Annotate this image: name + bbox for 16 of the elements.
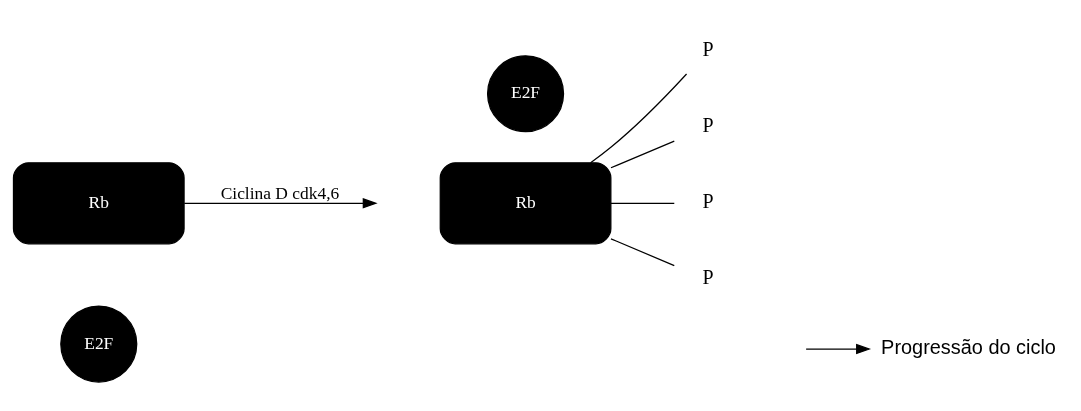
arrow — [805, 343, 872, 355]
connector — [610, 202, 675, 204]
connector — [590, 73, 688, 164]
node-text: Progressão do ciclo — [881, 335, 1056, 358]
connector — [610, 140, 675, 169]
node-box: Rb — [439, 162, 612, 245]
node-text: P — [702, 266, 714, 289]
node-text: P — [702, 38, 714, 61]
node-text: P — [702, 114, 714, 137]
node-circle: E2F — [486, 55, 565, 133]
node-box: Rb — [12, 162, 185, 245]
node-text: P — [702, 190, 714, 213]
node-circle: E2F — [60, 305, 138, 383]
arrow — [183, 198, 378, 209]
connector — [610, 238, 675, 267]
edge-label: Ciclina D cdk4,6 — [220, 182, 340, 203]
